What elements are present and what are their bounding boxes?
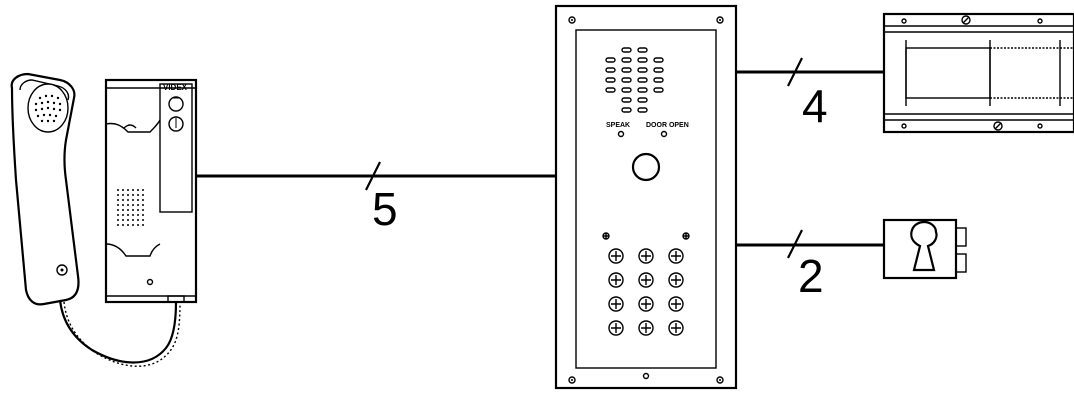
door-entry-panel: SPEAK DOOR OPEN	[554, 4, 738, 390]
door-open-led-icon	[660, 130, 668, 138]
electric-lock	[882, 218, 967, 280]
intercom-base-unit: VIDEX	[104, 78, 198, 304]
handset-button-icon	[56, 264, 68, 276]
wire-count-panel-lock: 2	[798, 250, 824, 302]
speaker-grille	[117, 189, 144, 226]
speak-led-icon	[617, 130, 625, 138]
wire-count-handset-panel: 5	[372, 183, 398, 235]
earpiece-grille	[34, 94, 62, 123]
call-button-icon	[168, 96, 184, 112]
keypad	[608, 248, 684, 336]
brand-label: VIDEX	[163, 83, 188, 92]
wire-count-panel-power: 4	[802, 80, 828, 132]
door-release-button-icon	[168, 116, 184, 132]
handset	[10, 72, 181, 367]
door-open-label: DOOR OPEN	[646, 122, 689, 129]
wire-panel-to-power-supply: 4	[736, 57, 884, 132]
keyhole-icon	[910, 220, 938, 272]
power-supply-unit	[882, 12, 1074, 134]
wire-panel-to-lock: 2	[736, 229, 884, 302]
coiled-cord	[58, 299, 178, 364]
wire-handset-to-panel: 5	[196, 161, 556, 235]
panel-speaker-grille	[605, 47, 664, 113]
panel-call-button	[631, 152, 661, 182]
speak-label: SPEAK	[606, 122, 630, 129]
